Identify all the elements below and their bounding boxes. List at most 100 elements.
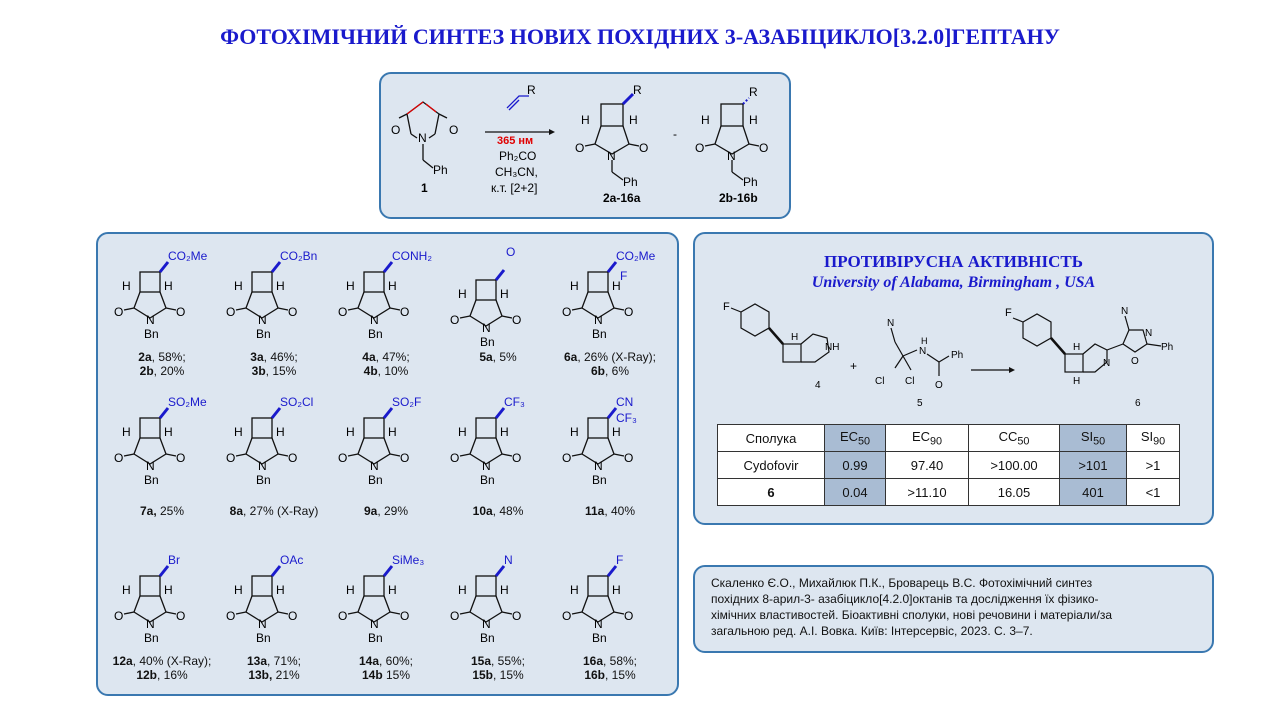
- scheme-f: F: [723, 301, 730, 313]
- atom-bn: Bn: [144, 473, 159, 487]
- atom-h-left: H: [122, 425, 131, 439]
- atom-n: N: [482, 321, 491, 335]
- table-cell: <1: [1126, 478, 1180, 506]
- scheme-cn-n: N: [887, 318, 894, 329]
- atom-o-right: O: [624, 451, 633, 465]
- substituent-label: CO₂Me: [616, 249, 656, 263]
- antiviral-panel: ПРОТИВІРУСНА АКТИВНІСТЬ University of Al…: [693, 232, 1214, 525]
- scheme-label-6: 6: [1135, 398, 1141, 409]
- table-header-cell: SI90: [1126, 424, 1180, 452]
- atom-o-right: O: [176, 451, 185, 465]
- table-cell: >11.10: [885, 478, 969, 506]
- compound-caption: 10a, 48%: [442, 504, 554, 518]
- atom-h-left: H: [458, 287, 467, 301]
- caption-line: 2a, 58%;: [106, 350, 218, 364]
- compound-id: 14b: [361, 668, 383, 682]
- atom-h-right: H: [500, 287, 509, 301]
- compound-id: 11a: [584, 504, 605, 518]
- atom-h-left: H: [234, 583, 243, 597]
- product-b-o-left: O: [695, 141, 704, 155]
- atom-h-right: H: [500, 583, 509, 597]
- atom-o-right: O: [176, 305, 185, 319]
- caption-line: 7a, 25%: [106, 504, 218, 518]
- atom-o-left: O: [562, 451, 571, 465]
- compound-id: 13b,: [248, 668, 273, 682]
- compound-caption: 14a, 60%;14b 15%: [330, 654, 442, 682]
- atom-bn: Bn: [256, 631, 271, 644]
- atom-bn: Bn: [480, 473, 495, 487]
- atom-h-right: H: [276, 279, 285, 293]
- table-row: 6 0.04 >11.10 16.05 401 <1: [717, 478, 1180, 506]
- fluoro-label: F: [620, 269, 627, 283]
- caption-line: 4a, 47%;: [330, 350, 442, 364]
- atom-h-left: H: [346, 425, 355, 439]
- atom-o-right: O: [512, 609, 521, 623]
- compound-yield: , 48%: [492, 504, 524, 518]
- atom-h-right: H: [276, 425, 285, 439]
- compound-id: 7a,: [139, 504, 157, 518]
- compound-yield: , 71%;: [267, 654, 302, 668]
- atom-o-left: O: [338, 609, 347, 623]
- atom-o-right: O: [512, 313, 521, 327]
- product-b-ph: Ph: [743, 175, 758, 189]
- reference-panel: Скаленко Є.О., Михайлюк П.К., Броварець …: [693, 565, 1214, 653]
- compound-caption: 6a, 26% (X-Ray);6b, 6%: [554, 350, 666, 378]
- table-cell: 401: [1059, 478, 1127, 506]
- table-cell: 0.04: [824, 478, 886, 506]
- atom-h-right: H: [388, 279, 397, 293]
- compound-yield: , 20%: [153, 364, 185, 378]
- compound-id: 4b: [363, 364, 378, 378]
- atom-h-right: H: [164, 279, 173, 293]
- compound-id: 8a: [229, 504, 243, 518]
- product-a-o-right: O: [639, 141, 648, 155]
- antiviral-title: ПРОТИВІРУСНА АКТИВНІСТЬ: [824, 252, 1083, 271]
- table-header-cell: CC50: [968, 424, 1060, 452]
- atom-bn: Bn: [592, 473, 607, 487]
- atom-h-right: H: [612, 425, 621, 439]
- atom-o-right: O: [400, 609, 409, 623]
- caption-line: 9a, 29%: [330, 504, 442, 518]
- product-a-n: N: [607, 149, 616, 163]
- reaction-scheme: O O N Ph 1 R 365 нм Ph₂CO CH₃CN, к.т. [2…: [391, 83, 768, 205]
- caption-line: 2b, 20%: [106, 364, 218, 378]
- caption-line: 13b, 21%: [218, 668, 330, 682]
- compound-yield: , 58%;: [151, 350, 186, 364]
- compound-caption: 4a, 47%;4b, 10%: [330, 350, 442, 378]
- atom-h-left: H: [346, 279, 355, 293]
- atom-o-left: O: [114, 305, 123, 319]
- separator: -: [673, 127, 677, 141]
- compound-id: 15b: [472, 668, 493, 682]
- atom-h-left: H: [234, 279, 243, 293]
- table-cell: 16.05: [968, 478, 1060, 506]
- reference-line: похідних 8-арил-3- азабіцикло[4.2.0]окта…: [711, 592, 1099, 606]
- compound-yield: , 47%;: [375, 350, 410, 364]
- atom-n: N: [146, 459, 155, 473]
- compound-id: 15a: [470, 654, 491, 668]
- atom-n: N: [146, 617, 155, 631]
- compound-yield: , 55%;: [491, 654, 526, 668]
- atom-ph: Ph: [433, 163, 448, 177]
- compound-caption: 16a, 58%;16b, 15%: [554, 654, 666, 682]
- compound-id: 2a: [138, 350, 152, 364]
- compound-id: 10a: [472, 504, 493, 518]
- caption-line: 13a, 71%;: [218, 654, 330, 668]
- ketone-o: O: [506, 245, 515, 259]
- scheme-hn: N: [919, 346, 926, 357]
- caption-line: 15b, 15%: [442, 668, 554, 682]
- scheme-oxa-o: O: [1131, 356, 1139, 367]
- maleimide-structure: [398, 101, 448, 169]
- caption-line: 4b, 10%: [330, 364, 442, 378]
- condition-reagent3: к.т. [2+2]: [491, 181, 537, 195]
- compound-caption: 11a, 40%: [554, 504, 666, 518]
- reference-line: Скаленко Є.О., Михайлюк П.К., Броварець …: [711, 576, 1093, 590]
- atom-o-left: O: [562, 305, 571, 319]
- scheme-o: O: [935, 380, 943, 391]
- table-header-row: Сполука EC50 EC90 CC50 SI50 SI90: [717, 424, 1180, 452]
- product-a-h-left: H: [581, 113, 590, 127]
- atom-h-right: H: [164, 425, 173, 439]
